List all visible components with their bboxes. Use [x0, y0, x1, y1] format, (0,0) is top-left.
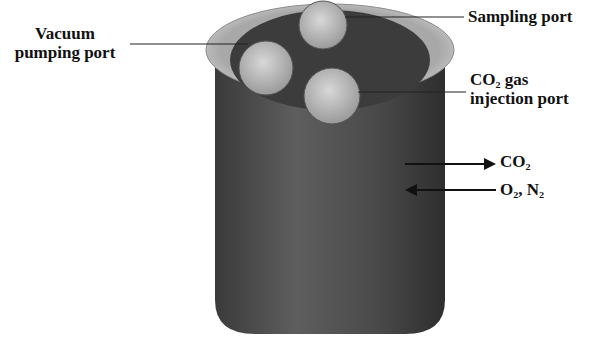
- container-body: [215, 60, 445, 334]
- part-label: Vacuum pumping port: [4, 24, 126, 62]
- flow-arrow: [416, 189, 496, 191]
- leader-line: [345, 16, 464, 17]
- leader-line: [358, 91, 466, 92]
- part-label: O₂, N₂: [500, 180, 600, 199]
- sampling-port: [299, 1, 347, 49]
- leader-line: [130, 43, 248, 44]
- flow-arrow: [405, 163, 486, 165]
- injection-port: [304, 68, 360, 124]
- vacuum-port: [239, 41, 293, 95]
- arrowhead: [484, 158, 496, 170]
- part-label: CO₂: [500, 152, 590, 171]
- part-label: Sampling port: [468, 7, 598, 26]
- part-label: CO₂ gas injection port: [470, 70, 590, 108]
- arrowhead: [405, 184, 417, 196]
